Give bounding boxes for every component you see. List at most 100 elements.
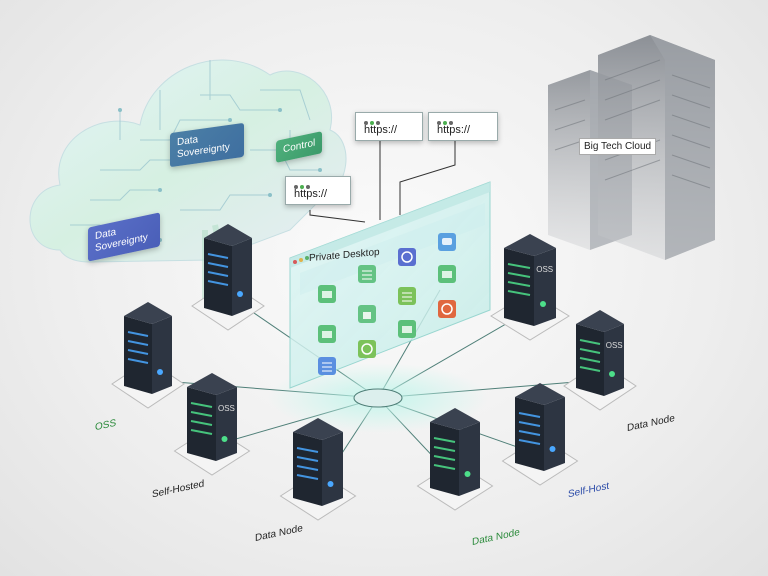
server-led-row — [507, 263, 531, 269]
power-light — [237, 291, 243, 297]
server-led-row — [433, 455, 456, 461]
chat-icon[interactable] — [438, 233, 456, 251]
server-led-row — [579, 339, 601, 345]
server-led-row — [207, 262, 229, 268]
sync-icon[interactable] — [358, 340, 376, 358]
server-top-face — [187, 373, 237, 395]
spreadsheet-icon[interactable] — [398, 287, 416, 305]
server-led-row — [579, 357, 601, 363]
document-icon[interactable] — [358, 265, 376, 283]
server-side-face — [534, 248, 556, 326]
oss-badge: OSS — [536, 265, 553, 274]
server-top-face — [576, 310, 624, 332]
power-light — [540, 301, 546, 307]
server-led-row — [433, 464, 456, 470]
power-light — [327, 481, 334, 487]
server-led-row — [207, 280, 229, 286]
server-led-row — [296, 465, 319, 471]
server-front-face — [504, 248, 534, 326]
server-led-row — [507, 281, 531, 287]
server-led-row — [507, 272, 531, 278]
server-led-row — [190, 420, 213, 426]
server-led-row — [518, 439, 541, 445]
server-node — [191, 224, 265, 331]
server-side-face — [152, 316, 172, 394]
server-side-face — [544, 397, 565, 471]
oss-badge: OSS — [218, 404, 235, 413]
server-led-row — [296, 456, 319, 462]
server-led-row — [518, 412, 541, 418]
security-icon[interactable] — [438, 300, 456, 318]
server-nodes: OSS OSS OSS — [111, 224, 637, 521]
server-led-row — [127, 358, 149, 364]
folder-icon-3[interactable] — [318, 325, 336, 343]
server-led-row — [296, 447, 319, 453]
server-led-row — [190, 402, 213, 408]
oss-badge: OSS — [606, 341, 623, 350]
server-led-row — [518, 421, 541, 427]
power-light — [221, 436, 228, 442]
url-text: https:// — [364, 124, 398, 136]
power-light — [609, 371, 615, 377]
server-led-row — [579, 366, 601, 372]
power-light — [464, 471, 471, 477]
server-led-row — [207, 253, 229, 259]
server-led-row — [127, 331, 149, 337]
server-led-row — [190, 429, 213, 435]
server-led-row — [207, 271, 229, 277]
folder-icon[interactable] — [318, 285, 336, 303]
server-node: OSS — [490, 234, 570, 341]
power-light — [157, 369, 163, 375]
server-node: OSS — [563, 310, 637, 411]
url-box-2: https:// — [428, 112, 498, 141]
server-led-row — [190, 411, 213, 417]
window-dots — [294, 180, 342, 189]
server-node — [111, 302, 185, 409]
window-dots — [364, 116, 414, 125]
server-side-face — [604, 324, 624, 396]
server-node — [501, 383, 579, 486]
server-led-row — [296, 474, 319, 480]
server-node — [416, 408, 494, 511]
folder-icon-2[interactable] — [438, 265, 456, 283]
server-top-face — [515, 383, 565, 405]
network-hub — [353, 388, 403, 408]
power-light — [549, 446, 556, 452]
lock-icon[interactable] — [358, 305, 376, 323]
server-node: OSS — [173, 373, 251, 476]
window-dots — [293, 256, 309, 264]
server-side-face — [232, 238, 252, 316]
server-led-row — [127, 340, 149, 346]
server-top-face — [293, 418, 343, 440]
window-dots — [437, 116, 489, 125]
server-led-row — [507, 290, 531, 296]
server-led-row — [433, 446, 456, 452]
server-led-row — [433, 437, 456, 443]
app-icons — [318, 233, 456, 375]
private-desktop-panel — [289, 181, 491, 389]
url-connectors — [309, 140, 456, 223]
url-box-3: https:// — [285, 176, 351, 205]
server-side-face — [322, 432, 343, 506]
notes-icon[interactable] — [318, 357, 336, 375]
server-led-row — [127, 349, 149, 355]
big-tech-cloud-label: Big Tech Cloud — [579, 138, 657, 155]
server-led-row — [518, 430, 541, 436]
url-text: https:// — [294, 188, 328, 200]
server-top-face — [430, 408, 480, 430]
server-led-row — [579, 348, 601, 354]
server-top-face — [504, 234, 556, 256]
browser-icon[interactable] — [398, 248, 416, 266]
server-node — [279, 418, 357, 521]
server-top-face — [204, 224, 252, 246]
server-top-face — [124, 302, 172, 324]
url-box-1: https:// — [355, 112, 423, 141]
server-side-face — [459, 422, 480, 496]
server-front-face — [124, 316, 152, 394]
url-text: https:// — [437, 124, 471, 136]
server-front-face — [204, 238, 232, 316]
server-side-face — [216, 387, 237, 461]
big-tech-cloud-towers — [548, 35, 715, 260]
folder-icon-4[interactable] — [398, 320, 416, 338]
